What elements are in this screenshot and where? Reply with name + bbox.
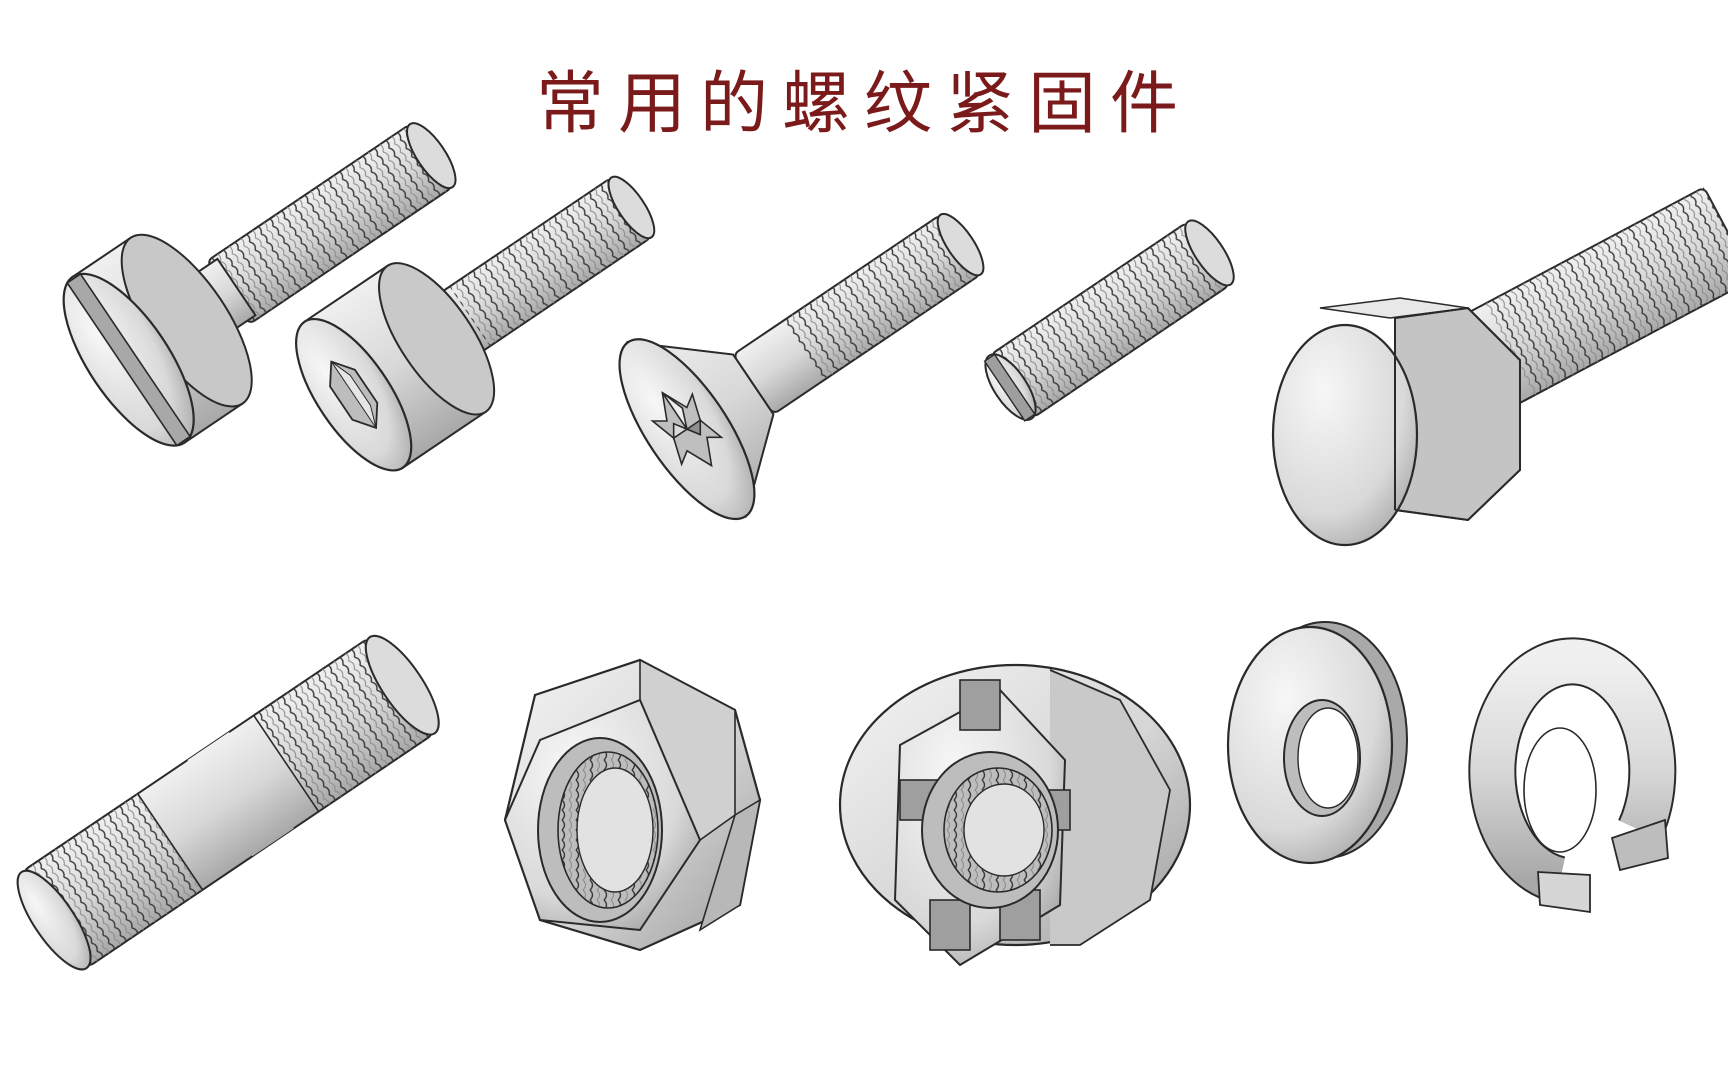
hex-socket-screw-icon bbox=[295, 175, 656, 472]
page-title: 常用的螺纹紧固件 bbox=[535, 65, 1192, 144]
hex-nut-icon bbox=[503, 658, 762, 952]
hex-bolt-icon bbox=[1271, 187, 1728, 547]
countersunk-screw-icon bbox=[618, 212, 985, 521]
spring-washer-icon bbox=[1468, 637, 1677, 914]
slotted-screw-icon bbox=[62, 122, 457, 447]
castle-nut-icon bbox=[838, 663, 1192, 967]
set-screw-icon bbox=[983, 219, 1235, 422]
flat-washer-icon bbox=[1226, 621, 1408, 865]
stud-icon bbox=[16, 634, 440, 971]
